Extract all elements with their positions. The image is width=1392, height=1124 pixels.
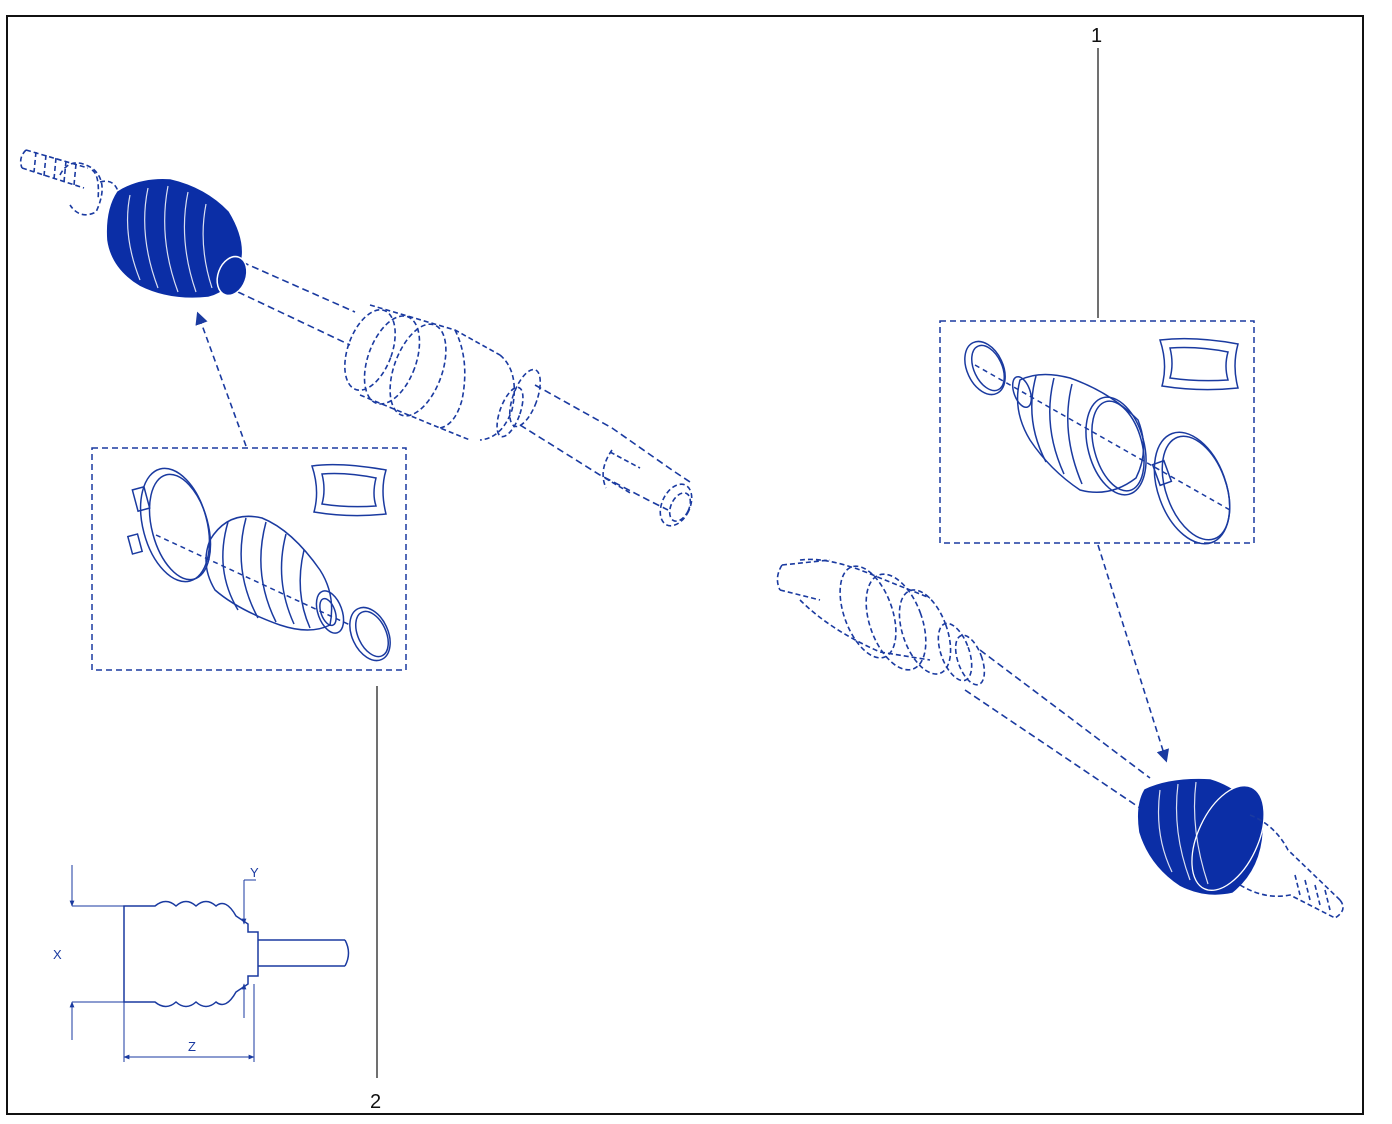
- dimension-y-label: Y: [250, 865, 259, 880]
- callout-1: 1: [1091, 25, 1103, 47]
- callout-2: 2: [370, 1091, 382, 1113]
- upper-left-driveshaft: [19, 149, 693, 527]
- boot-dimension-detail: [69, 865, 350, 1062]
- kit-box-1: [939, 320, 1255, 545]
- kit-box-2: [91, 447, 407, 671]
- dimension-z-label: Z: [188, 1039, 196, 1054]
- lower-right-driveshaft: [776, 544, 1344, 919]
- callout-leaders: [376, 48, 1099, 1078]
- highlighted-boot-right: [1138, 778, 1265, 895]
- dimension-x-label: X: [53, 947, 62, 962]
- highlighted-boot-left: [106, 178, 248, 298]
- diagram-frame: [6, 15, 1364, 1115]
